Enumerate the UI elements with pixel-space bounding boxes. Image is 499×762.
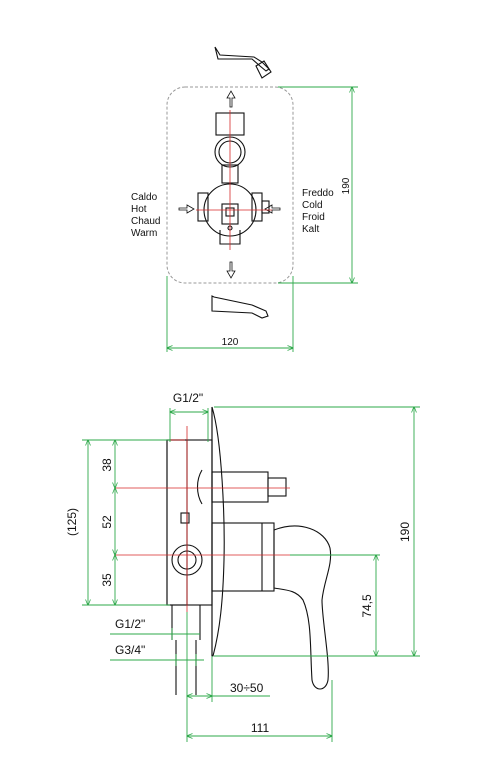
dim-35-label: 35 (100, 573, 114, 587)
dim-120-label: 120 (222, 337, 239, 348)
dim-g34-label: G3/4" (115, 643, 145, 657)
cold-label-de: Kalt (302, 224, 319, 235)
side-view: G1/2" (125) 38 52 35 190 (65, 391, 420, 742)
dim-52-label: 52 (100, 515, 114, 529)
arrow-right-icon-hot (178, 204, 195, 214)
cold-label-en: Cold (302, 200, 323, 211)
dim-125-label: (125) (65, 508, 79, 536)
dim-745: 74,5 (290, 555, 380, 656)
arrow-up-icon (226, 90, 236, 108)
dim-g12-bottom-label: G1/2" (115, 617, 145, 631)
lever-handle (273, 525, 332, 690)
wall-plate (211, 406, 225, 657)
dim-38-label: 38 (100, 458, 114, 472)
spout-icon (211, 295, 269, 319)
dim-190-front-label: 190 (341, 177, 352, 194)
dim-190-side-label: 190 (398, 522, 412, 542)
dim-3050: 30÷50 (187, 612, 270, 702)
hot-label-de: Warm (131, 228, 157, 239)
dim-stack-left: (125) 38 52 35 (65, 440, 170, 605)
shower-head-icon (214, 46, 272, 79)
dim-width-front: 120 (167, 276, 293, 352)
hot-label-fr: Chaud (131, 216, 160, 227)
dim-g12-top: G1/2" (170, 391, 208, 442)
dim-g12-top-label: G1/2" (173, 391, 203, 405)
dim-111-label: 111 (251, 721, 270, 735)
dim-745-label: 74,5 (360, 594, 374, 618)
valve-body-side (166, 439, 287, 695)
arrow-left-icon-cold (264, 204, 281, 214)
dim-g12-bottom: G1/2" (110, 617, 200, 640)
cold-label-fr: Froid (302, 212, 325, 223)
hot-label-en: Hot (131, 204, 147, 215)
mixer-body (196, 110, 272, 250)
dim-111: 111 (187, 680, 332, 742)
dim-height-front: 190 (278, 87, 358, 283)
arrow-down-icon (226, 261, 236, 279)
hot-label-it: Caldo (131, 192, 158, 203)
dim-3050-label: 30÷50 (230, 681, 264, 695)
dim-g34: G3/4" (110, 643, 204, 666)
cold-label-it: Freddo (302, 188, 334, 199)
front-view: Caldo Hot Chaud Warm Freddo Cold Froid K… (131, 46, 358, 352)
installation-outline (166, 86, 294, 284)
dim-height-side: 190 (214, 407, 420, 656)
